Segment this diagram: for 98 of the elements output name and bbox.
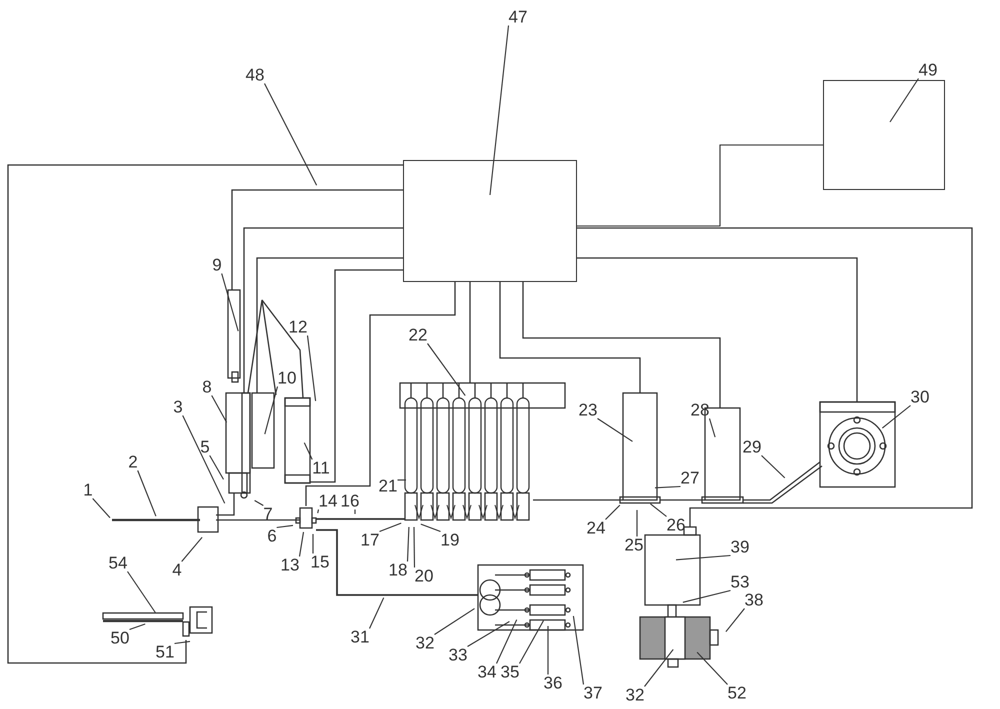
leader-line bbox=[467, 621, 510, 647]
leader-line bbox=[725, 608, 745, 632]
leader-line bbox=[496, 619, 518, 664]
leader-line bbox=[306, 335, 316, 402]
leader-line bbox=[547, 626, 549, 674]
callout-number: 4 bbox=[172, 562, 182, 578]
leader-line bbox=[676, 554, 731, 560]
callout-number: 7 bbox=[263, 506, 273, 522]
callout-number: 8 bbox=[202, 378, 212, 396]
leader-line bbox=[708, 418, 716, 438]
leader-line bbox=[264, 386, 278, 434]
leader-line bbox=[882, 405, 911, 429]
leader-line bbox=[298, 532, 304, 557]
leader-line bbox=[264, 83, 318, 186]
callout-number: 1 bbox=[83, 482, 93, 498]
callout-number: 30 bbox=[910, 388, 930, 406]
callout-number: 23 bbox=[578, 402, 598, 418]
callout-number: 49 bbox=[918, 62, 938, 78]
callout-number: 47 bbox=[508, 8, 528, 26]
leader-line bbox=[209, 455, 224, 480]
leader-line bbox=[406, 526, 410, 562]
callout-number: 15 bbox=[310, 554, 330, 570]
leader-line bbox=[489, 25, 510, 196]
leader-line bbox=[317, 509, 320, 514]
callout-number: 11 bbox=[312, 460, 330, 476]
callout-number: 5 bbox=[200, 438, 210, 456]
connecting-wire bbox=[577, 144, 823, 227]
callout-number: 33 bbox=[448, 646, 468, 664]
callout-number: 24 bbox=[586, 520, 606, 536]
leader-line bbox=[369, 597, 384, 629]
leader-line bbox=[181, 536, 203, 562]
leader-line bbox=[761, 455, 786, 478]
leader-line bbox=[182, 415, 226, 504]
unit-box bbox=[823, 80, 945, 190]
callout-number: 18 bbox=[388, 562, 408, 578]
callout-number: 48 bbox=[246, 66, 264, 84]
callout-number: 13 bbox=[280, 556, 300, 574]
leader-line bbox=[572, 616, 584, 685]
callout-number: 32 bbox=[416, 634, 434, 652]
leader-line bbox=[682, 590, 731, 603]
leader-line bbox=[127, 571, 156, 613]
leader-line bbox=[605, 504, 620, 520]
callout-number: 34 bbox=[478, 664, 496, 680]
callout-number: 17 bbox=[360, 532, 380, 548]
callout-number: 12 bbox=[288, 318, 308, 336]
callout-number: 22 bbox=[408, 326, 428, 344]
leader-line bbox=[174, 640, 190, 644]
leader-line bbox=[890, 78, 919, 122]
leader-line bbox=[92, 498, 110, 518]
leader-line bbox=[398, 479, 406, 481]
leader-line bbox=[137, 470, 156, 516]
callout-number: 32 bbox=[626, 686, 644, 704]
callout-number: 19 bbox=[440, 532, 460, 548]
callout-number: 21 bbox=[378, 478, 398, 494]
leader-line bbox=[312, 534, 314, 554]
callout-number: 38 bbox=[744, 592, 764, 608]
leader-line bbox=[696, 652, 728, 685]
leader-line bbox=[427, 343, 466, 396]
leader-line bbox=[519, 620, 544, 664]
leader-line bbox=[644, 649, 674, 687]
callout-number: 2 bbox=[128, 454, 138, 470]
leader-line bbox=[636, 510, 638, 536]
leader-line bbox=[413, 527, 416, 568]
callout-number: 16 bbox=[340, 492, 360, 510]
callout-number: 36 bbox=[544, 674, 562, 692]
callout-number: 25 bbox=[624, 536, 644, 554]
leader-line bbox=[420, 524, 441, 532]
callout-number: 37 bbox=[584, 684, 602, 702]
leader-line bbox=[221, 273, 239, 332]
callout-number: 31 bbox=[350, 628, 370, 646]
callout-number: 53 bbox=[730, 574, 750, 590]
callout-number: 51 bbox=[156, 644, 174, 660]
callout-number: 35 bbox=[500, 664, 520, 680]
callout-number: 50 bbox=[110, 630, 130, 646]
leader-line bbox=[129, 623, 146, 630]
leader-line bbox=[654, 486, 681, 488]
leader-line bbox=[304, 442, 313, 460]
leader-line bbox=[254, 500, 264, 506]
callout-number: 52 bbox=[728, 684, 746, 702]
leader-line bbox=[211, 395, 228, 423]
callout-number: 29 bbox=[742, 438, 762, 456]
callout-number: 20 bbox=[414, 568, 434, 584]
leader-line bbox=[597, 418, 633, 442]
leader-line bbox=[276, 524, 294, 528]
leader-line bbox=[434, 608, 475, 635]
callout-number: 54 bbox=[108, 554, 128, 572]
callout-number: 3 bbox=[173, 398, 183, 416]
callout-number: 39 bbox=[730, 538, 750, 556]
leader-line bbox=[354, 510, 356, 514]
callout-number: 9 bbox=[212, 256, 222, 274]
callout-number: 27 bbox=[680, 470, 700, 486]
leader-line bbox=[379, 522, 402, 532]
leader-line bbox=[650, 503, 667, 517]
callout-number: 10 bbox=[278, 370, 296, 386]
callout-number: 14 bbox=[318, 492, 338, 510]
callout-number: 26 bbox=[666, 516, 686, 534]
callout-number: 6 bbox=[267, 528, 277, 544]
control-unit-box bbox=[403, 160, 577, 282]
